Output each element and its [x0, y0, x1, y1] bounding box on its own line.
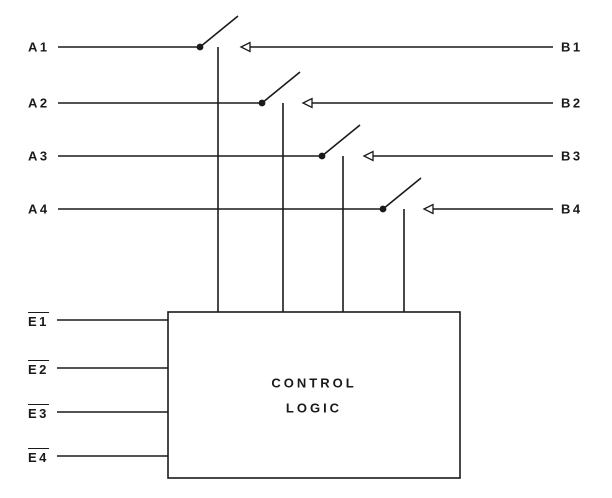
channel-1	[58, 15, 553, 312]
b4-label: B4	[561, 201, 583, 217]
b3-label: B3	[561, 148, 583, 164]
channel-2	[58, 71, 553, 312]
e2-label: E2	[28, 360, 49, 376]
switch-fixed-contact-icon	[362, 150, 374, 162]
switch-fixed-contact-icon	[422, 203, 434, 215]
enable-wires	[57, 319, 168, 457]
e2-label-text: E2	[28, 360, 49, 377]
b1-label: B1	[561, 39, 583, 55]
a4-label: A4	[28, 201, 50, 217]
switch-lever-icon	[321, 124, 361, 157]
control-logic-title-line1: CONTROL	[271, 375, 357, 391]
control-logic-box	[167, 311, 461, 479]
switch-fixed-contact-icon	[239, 41, 251, 53]
channel-4	[58, 177, 553, 312]
e1-label: E1	[28, 312, 49, 328]
a3-label: A3	[28, 148, 50, 164]
switch-lever-icon	[199, 15, 239, 48]
switch-fixed-contact-icon	[301, 97, 313, 109]
e3-label-text: E3	[28, 404, 49, 421]
a2-label: A2	[28, 95, 50, 111]
e4-label-text: E4	[28, 448, 49, 465]
channel-3	[58, 124, 553, 312]
switch-lever-icon	[382, 177, 422, 210]
a1-label: A1	[28, 39, 50, 55]
e3-label: E3	[28, 404, 49, 420]
e1-label-text: E1	[28, 312, 49, 329]
b2-label: B2	[561, 95, 583, 111]
control-logic-title-line2: LOGIC	[285, 400, 343, 416]
switch-lever-icon	[261, 71, 301, 104]
e4-label: E4	[28, 448, 49, 464]
